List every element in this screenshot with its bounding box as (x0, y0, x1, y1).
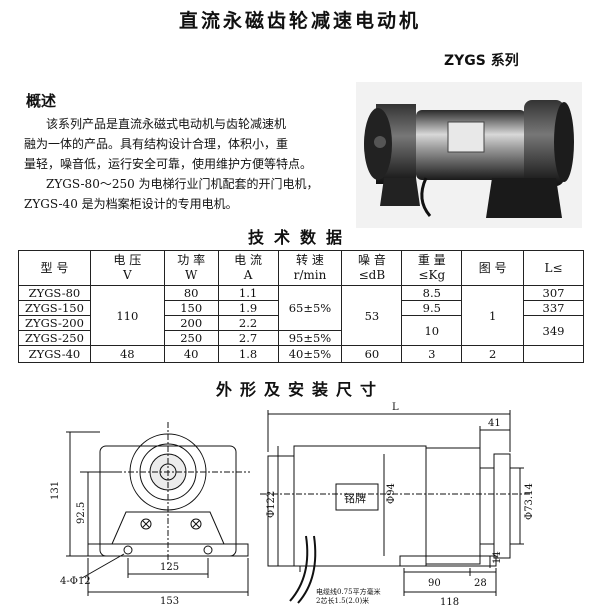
weight-cell: 9.5 (401, 300, 463, 316)
dim-131: 131 (50, 481, 61, 500)
header-cell: 噪 音≤dB (341, 250, 403, 286)
model-cell: ZYGS-150 (18, 300, 91, 316)
voltage-cell: 48 (89, 345, 165, 363)
dim-phi122: Φ122 (266, 491, 277, 518)
weight-cell: 10 (401, 315, 463, 346)
header-cell: 型 号 (18, 250, 91, 286)
current-cell: 1.9 (217, 300, 279, 316)
dim-L: L (392, 402, 399, 413)
overview-line: ZYGS-40 是为档案柜设计的专用电机。 (24, 197, 238, 211)
speed-cell: 95±5% (277, 330, 343, 346)
motor-photo (356, 82, 582, 228)
l-cell: 307 (523, 285, 584, 301)
power-cell: 150 (163, 300, 219, 316)
overview-line: 该系列产品是直流永磁式电动机与齿轮减速机 (46, 117, 287, 131)
overview-heading: 概述 (26, 92, 57, 110)
table-row: ZYGS-200 200 2.2 10 349 (18, 315, 584, 346)
side-motor-body (293, 445, 427, 567)
figno-cell: 1 (461, 285, 525, 346)
figno-cell: 2 (461, 345, 525, 363)
dim-phi94: Φ94 (386, 483, 397, 504)
cable-note: 2芯长1.5(2.0)米 (316, 596, 369, 605)
table-row: ZYGS-40 48 40 1.8 40±5% 60 3 2 (18, 345, 584, 363)
voltage-cell: 110 (89, 285, 165, 346)
overview-line: 融为一体的产品。具有结构设计合理，体积小，重 (24, 137, 289, 151)
l-cell (523, 345, 584, 363)
dim-118: 118 (440, 597, 459, 608)
l-cell: 349 (523, 315, 584, 346)
header-cell: 重 量≤Kg (401, 250, 463, 286)
noise-cell: 53 (341, 285, 403, 346)
power-cell: 250 (163, 330, 219, 346)
screw-right (190, 518, 202, 530)
tech-data-title: 技术数据 (247, 228, 352, 247)
l-cell: 337 (523, 300, 584, 316)
dim-4-phi12: 4-Φ12 (60, 576, 91, 587)
model-cell: ZYGS-250 (18, 330, 91, 346)
nameplate-box (335, 483, 379, 511)
document-title: 直流永磁齿轮减速电动机 (178, 10, 421, 32)
speed-cell: 65±5% (277, 285, 343, 331)
dimension-drawing: 131 92.5 4-Φ12 125 153 Φ122 Φ94 铭牌 L 41 … (50, 402, 535, 608)
screw-left (140, 518, 152, 530)
dim-28: 28 (474, 578, 487, 589)
dim-153: 153 (160, 596, 179, 607)
model-cell: ZYGS-200 (18, 315, 91, 331)
model-cell: ZYGS-40 (18, 345, 91, 363)
dimensions-title: 外形及安装尺寸 (215, 380, 384, 399)
current-cell: 1.1 (217, 285, 279, 301)
header-cell: L≤ (523, 250, 584, 286)
cable-note: 电缆线0.75平方毫米 (316, 587, 381, 596)
weight-cell: 8.5 (401, 285, 463, 301)
power-cell: 80 (163, 285, 219, 301)
current-cell: 2.2 (217, 315, 279, 331)
speed-cell: 40±5% (277, 345, 343, 363)
dim-92-5: 92.5 (76, 502, 87, 524)
header-cell: 图 号 (461, 250, 525, 286)
current-cell: 2.7 (217, 330, 279, 346)
table-row: ZYGS-80 110 80 1.1 65±5% 53 8.5 1 307 (18, 285, 584, 346)
dim-phi73-14: Φ73.14 (524, 483, 535, 520)
dim-125: 125 (160, 562, 179, 573)
dim-14: 14 (492, 551, 503, 564)
model-cell: ZYGS-80 (18, 285, 91, 301)
power-cell: 40 (163, 345, 219, 363)
current-cell: 1.8 (217, 345, 279, 363)
weight-cell: 3 (401, 345, 463, 363)
dim-41: 41 (488, 418, 501, 429)
nameplate-label: 铭牌 (344, 491, 366, 505)
overview-line: ZYGS-80～250 为电梯行业门机配套的开门电机， (46, 177, 319, 191)
overview-line: 量轻，噪音低，运行安全可靠，使用维护方便等特点。 (24, 157, 313, 171)
noise-cell: 60 (341, 345, 403, 363)
dim-90: 90 (428, 578, 441, 589)
side-end-cap (425, 447, 481, 565)
series-label: ZYGS 系列 (444, 53, 519, 69)
overview-text: 该系列产品是直流永磁式电动机与齿轮减速机 融为一体的产品。具有结构设计合理，体积… (24, 114, 354, 214)
power-cell: 200 (163, 315, 219, 331)
